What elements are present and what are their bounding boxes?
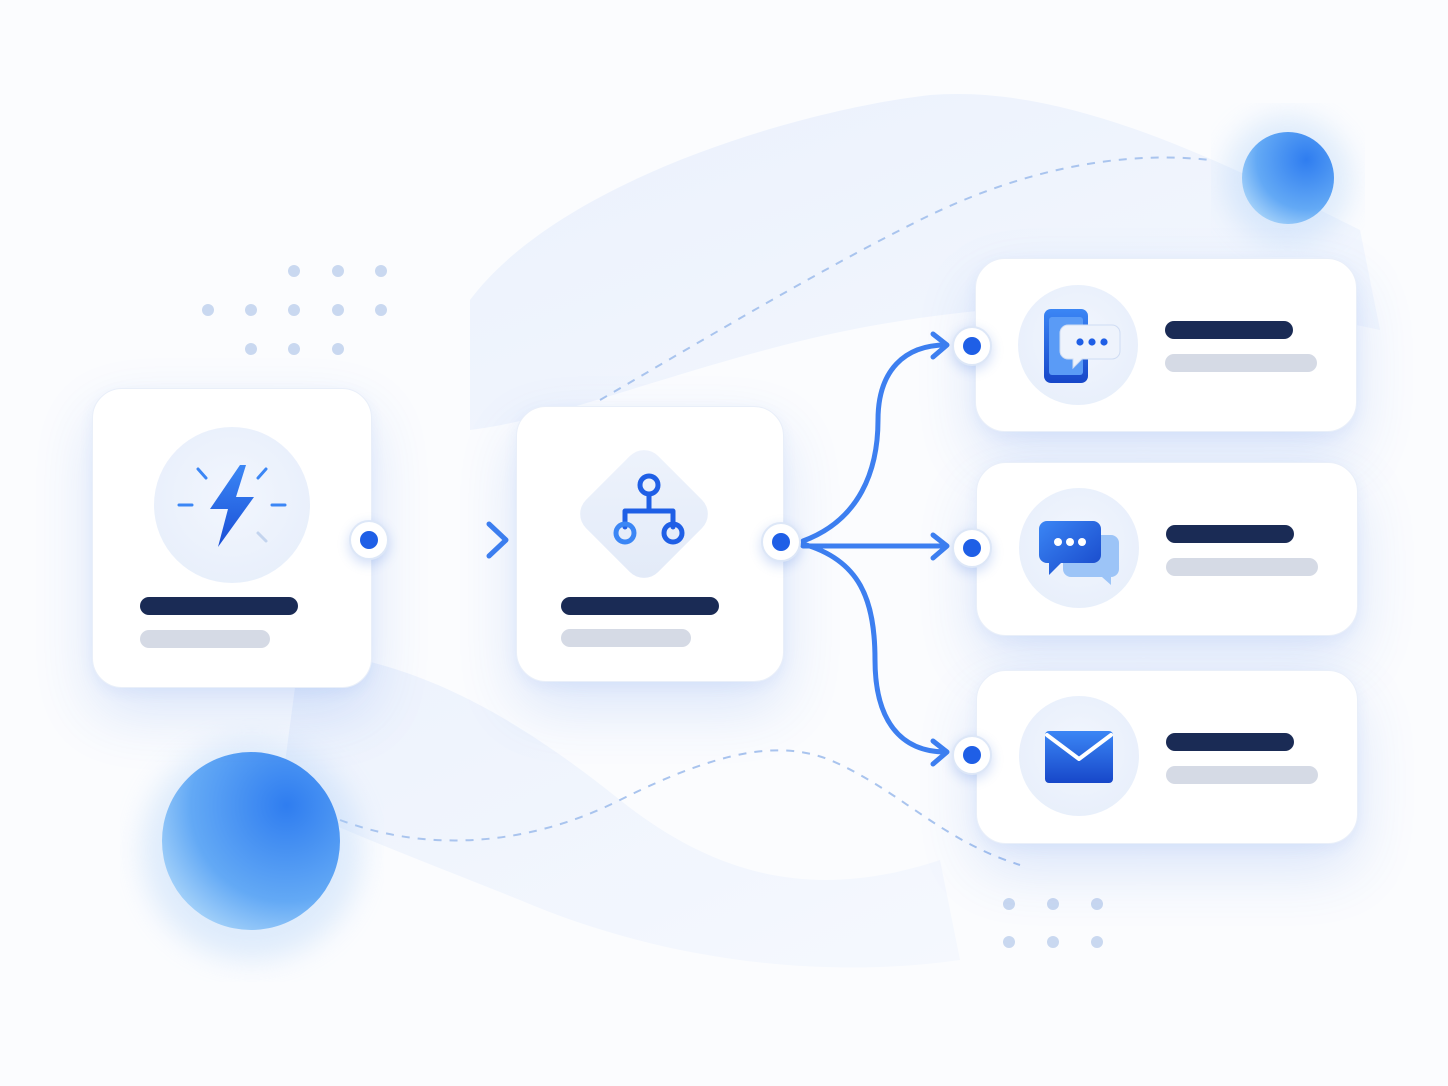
sms-title-placeholder	[1165, 321, 1293, 339]
trigger-node-card[interactable]	[92, 388, 372, 688]
edge-router-to-sms	[800, 342, 949, 544]
sms-input-port[interactable]	[952, 326, 992, 366]
arrowhead-email	[930, 738, 950, 767]
edge-router-to-email	[800, 541, 949, 755]
chat-subtitle-placeholder	[1166, 558, 1318, 576]
email-subtitle-placeholder	[1166, 766, 1318, 784]
branch-workflow-icon	[613, 473, 685, 545]
background-ribbon-upper	[470, 93, 1380, 430]
chat-node-card[interactable]	[976, 462, 1358, 636]
trigger-output-port[interactable]	[349, 520, 389, 560]
smartphone-message-icon	[1044, 309, 1121, 383]
chat-title-placeholder	[1166, 525, 1294, 543]
decorative-orb-small	[1242, 132, 1334, 224]
decorative-orb-large	[162, 752, 340, 930]
router-subtitle-placeholder	[561, 629, 691, 647]
dashed-curve-lower	[339, 749, 1021, 866]
sms-subtitle-placeholder	[1165, 354, 1317, 372]
router-title-placeholder	[561, 597, 719, 615]
dot-grid-bottom-right	[1003, 898, 1103, 948]
sms-node-card[interactable]	[975, 258, 1357, 432]
arrowhead-chat	[930, 532, 950, 561]
envelope-icon	[1045, 731, 1113, 783]
trigger-title-placeholder	[140, 597, 298, 615]
arrowhead-sms	[930, 331, 950, 360]
chat-bubbles-icon	[1039, 521, 1119, 585]
email-input-port[interactable]	[952, 735, 992, 775]
arrowhead-router	[486, 521, 509, 559]
router-output-port[interactable]	[761, 522, 801, 562]
background-ribbon-lower	[280, 650, 960, 968]
email-node-card[interactable]	[976, 670, 1358, 844]
email-title-placeholder	[1166, 733, 1294, 751]
dashed-curve-upper	[599, 156, 1211, 401]
dot-grid-top-left	[202, 265, 387, 355]
trigger-subtitle-placeholder	[140, 630, 270, 648]
lightning-bolt-icon	[177, 465, 287, 547]
router-node-card[interactable]	[516, 406, 784, 682]
chat-input-port[interactable]	[952, 528, 992, 568]
